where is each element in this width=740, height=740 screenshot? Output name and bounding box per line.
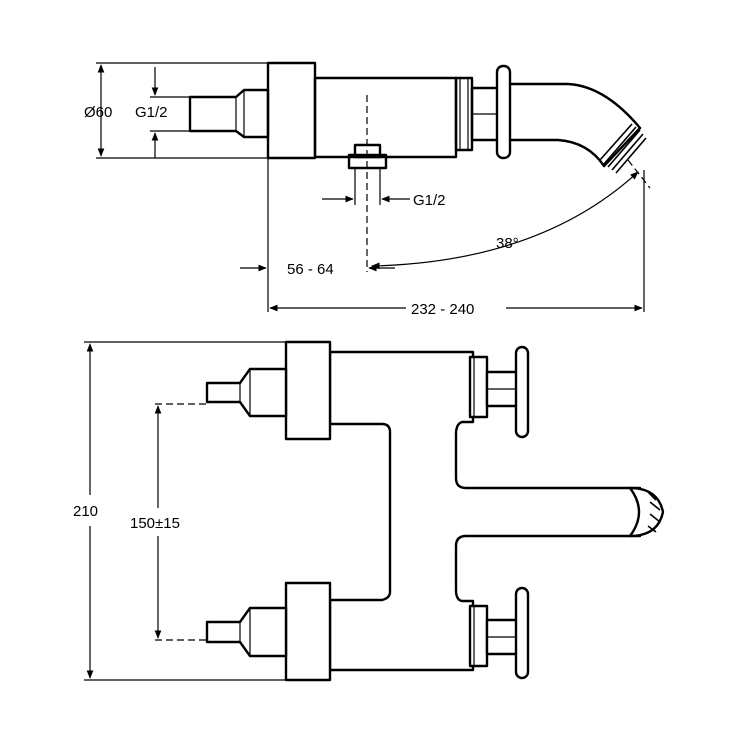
- lower-cross-handle: [514, 586, 530, 680]
- center-offset-label: 56 - 64: [287, 261, 334, 278]
- spout-aerator-hatch: [599, 123, 647, 174]
- front-lower-valve: [468, 586, 530, 680]
- top-inlet-connector: [188, 88, 270, 139]
- top-cross-handle: [495, 64, 512, 160]
- outlet-thread-label: G1/2: [413, 192, 446, 209]
- inlet-thread-dimension: G1/2: [135, 67, 190, 158]
- front-spout-tip: [628, 486, 665, 538]
- spout-angle-label: 38°: [496, 235, 519, 252]
- height-label: 210: [73, 503, 98, 520]
- front-view: 210 150±15: [73, 340, 665, 682]
- inlet-spacing-dimension: 150±15: [130, 405, 180, 639]
- front-lower-inlet-block: [155, 581, 332, 682]
- top-mixer-body: [266, 61, 506, 160]
- front-upper-inlet-block: [155, 340, 332, 441]
- top-outlet-connector: [347, 95, 388, 272]
- front-upper-valve: [468, 345, 530, 439]
- front-body-outline: [328, 350, 642, 672]
- diameter-label: Ø60: [84, 104, 112, 121]
- diameter-dimension: Ø60: [84, 62, 268, 159]
- outlet-thread-dimension: G1/2: [322, 168, 446, 209]
- total-length-label: 232 - 240: [411, 301, 474, 318]
- inlet-thread-label: G1/2: [135, 104, 168, 121]
- inlet-spacing-label: 150±15: [130, 515, 180, 532]
- top-view: Ø60 G1/2 G1/2 38° 56 - 64: [84, 61, 651, 318]
- upper-cross-handle: [514, 345, 530, 439]
- center-offset-dimension: 56 - 64: [240, 158, 395, 312]
- height-dimension: 210: [73, 341, 286, 681]
- total-length-dimension: 232 - 240: [269, 170, 645, 318]
- spout-angle-dimension: 38°: [371, 171, 639, 270]
- top-spout: [508, 82, 651, 189]
